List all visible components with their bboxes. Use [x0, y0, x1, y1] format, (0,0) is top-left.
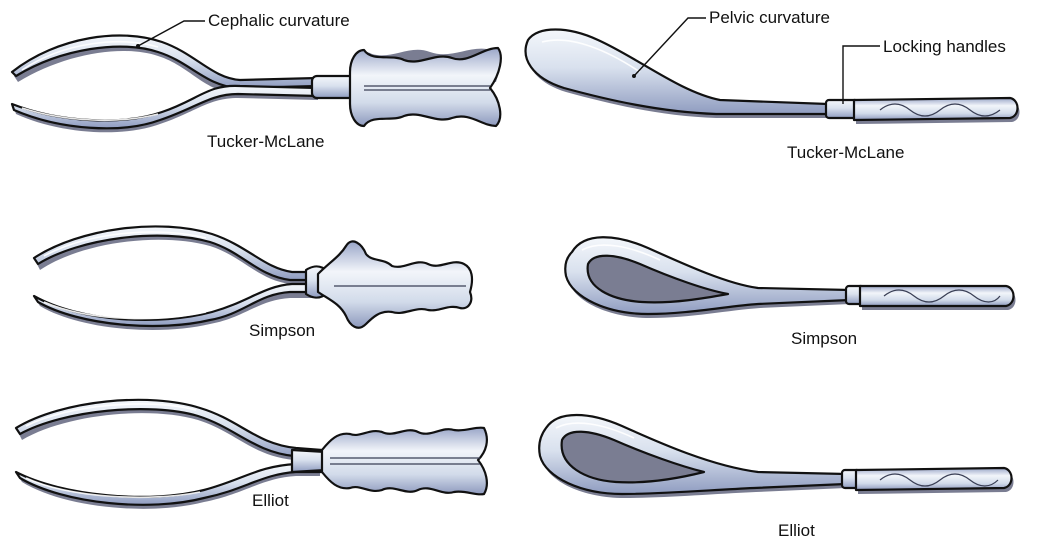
upper-blade [34, 226, 320, 280]
tucker-top-handle [854, 98, 1018, 120]
elliot-right-label: Elliot [778, 522, 815, 539]
tucker-mclane-left-label: Tucker-McLane [207, 133, 324, 150]
elliot-top-handle [856, 468, 1012, 490]
simpson-right-label: Simpson [791, 330, 857, 347]
simpson-top-handle [860, 286, 1014, 306]
tucker-mclane-right-label: Tucker-McLane [787, 144, 904, 161]
simpson-handle [318, 241, 472, 327]
elliot-handle [322, 428, 487, 495]
upper-blade [16, 400, 322, 458]
simpson-side-view [34, 226, 472, 330]
pelvic-curvature-label: Pelvic curvature [709, 9, 830, 26]
simpson-left-label: Simpson [249, 322, 315, 339]
locking-handles-label: Locking handles [883, 38, 1006, 55]
cephalic-curvature-pointer [136, 44, 140, 48]
cephalic-curvature-label: Cephalic curvature [208, 12, 350, 29]
simpson-top-view [565, 237, 1015, 318]
elliot-top-view [539, 415, 1013, 498]
locking-handles-leader [843, 46, 880, 104]
pelvic-curvature-pointer [632, 74, 636, 78]
solid-blade [526, 30, 828, 115]
elliot-left-label: Elliot [252, 492, 289, 509]
tucker-handle [350, 48, 501, 126]
tucker-mclane-side-view [12, 35, 501, 132]
